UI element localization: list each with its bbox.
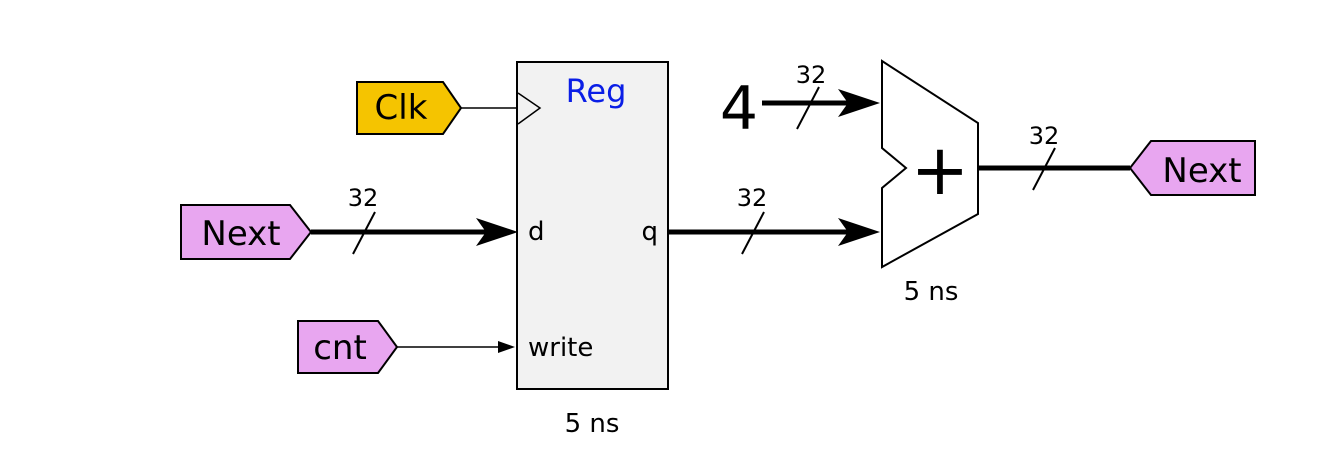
next-to-d-bus-slash <box>352 211 376 255</box>
clk-tag-label: Clk <box>375 88 428 128</box>
cnt-tag: cnt <box>297 320 399 374</box>
register-title: Reg <box>566 72 627 110</box>
q-to-adder-arrowhead <box>838 218 880 246</box>
register-clock-triangle <box>517 92 542 125</box>
clk-tag-shape <box>356 81 463 135</box>
next-to-d-arrowhead <box>476 218 518 246</box>
cnt-tag-shape <box>297 320 399 374</box>
cnt-tag-label: cnt <box>313 328 367 368</box>
register-port-write: write <box>528 333 593 363</box>
register-port-q: q <box>641 217 658 247</box>
next-input-tag: Next <box>180 204 313 260</box>
adder-constant: 4 <box>720 74 758 144</box>
cnt-to-write-arrowhead <box>498 341 515 353</box>
adder-symbol: + <box>911 129 970 211</box>
constant-to-adder-arrowhead <box>838 89 880 117</box>
register-delay: 5 ns <box>565 409 620 439</box>
next-input-tag-shape <box>180 204 313 260</box>
adder-body <box>881 59 979 269</box>
adder-out-bus-slash <box>1032 147 1056 191</box>
next-input-tag-label: Next <box>201 214 280 254</box>
constant-to-adder-bus-width: 32 <box>796 61 827 89</box>
register-port-d: d <box>528 217 545 247</box>
next-to-d-bus-width: 32 <box>348 184 379 212</box>
register-block: Reg d q write <box>516 61 669 390</box>
next-output-tag: Next <box>1128 140 1256 196</box>
next-output-tag-shape <box>1128 140 1256 196</box>
adder-out-bus-width: 32 <box>1029 122 1060 150</box>
adder-delay: 5 ns <box>904 277 959 307</box>
clk-tag: Clk <box>356 81 463 135</box>
register-body <box>516 61 669 390</box>
q-to-adder-bus-slash <box>741 211 765 255</box>
adder-block: + <box>881 59 979 269</box>
constant-to-adder-bus-slash <box>796 86 820 130</box>
q-to-adder-bus-width: 32 <box>737 184 768 212</box>
next-output-tag-label: Next <box>1162 151 1241 191</box>
